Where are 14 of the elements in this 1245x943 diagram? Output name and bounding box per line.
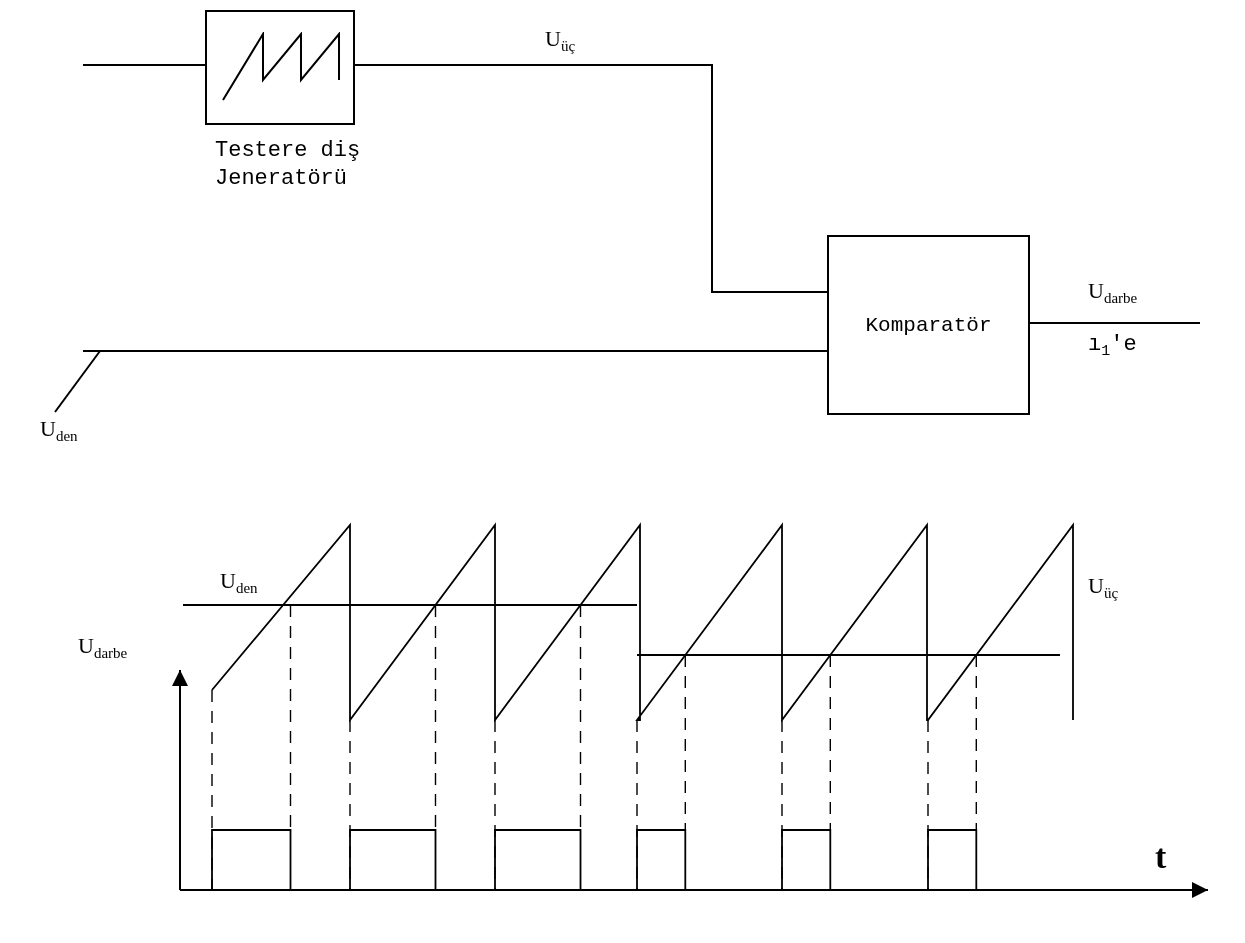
connector	[1029, 322, 1201, 324]
edge-label: U$_{darbe}$	[1088, 280, 1138, 307]
signal-label: U$_{darbe}$	[78, 635, 128, 662]
signal-label: U$_{den}$	[220, 570, 258, 597]
axis-label: t	[1155, 840, 1167, 874]
block-caption: Testere diş Jeneratörü	[215, 137, 362, 193]
connector	[82, 64, 206, 66]
comparator-box: Komparatör	[827, 235, 1030, 415]
edge-label: U$_{den}$	[40, 418, 78, 445]
connector	[354, 64, 828, 293]
edge-label: U$_{üç}$	[545, 28, 576, 55]
signal-label: U$_{üç}$	[1088, 575, 1119, 602]
pin-label: ı$_{1}$'e	[1088, 334, 1137, 360]
connector	[82, 350, 828, 352]
